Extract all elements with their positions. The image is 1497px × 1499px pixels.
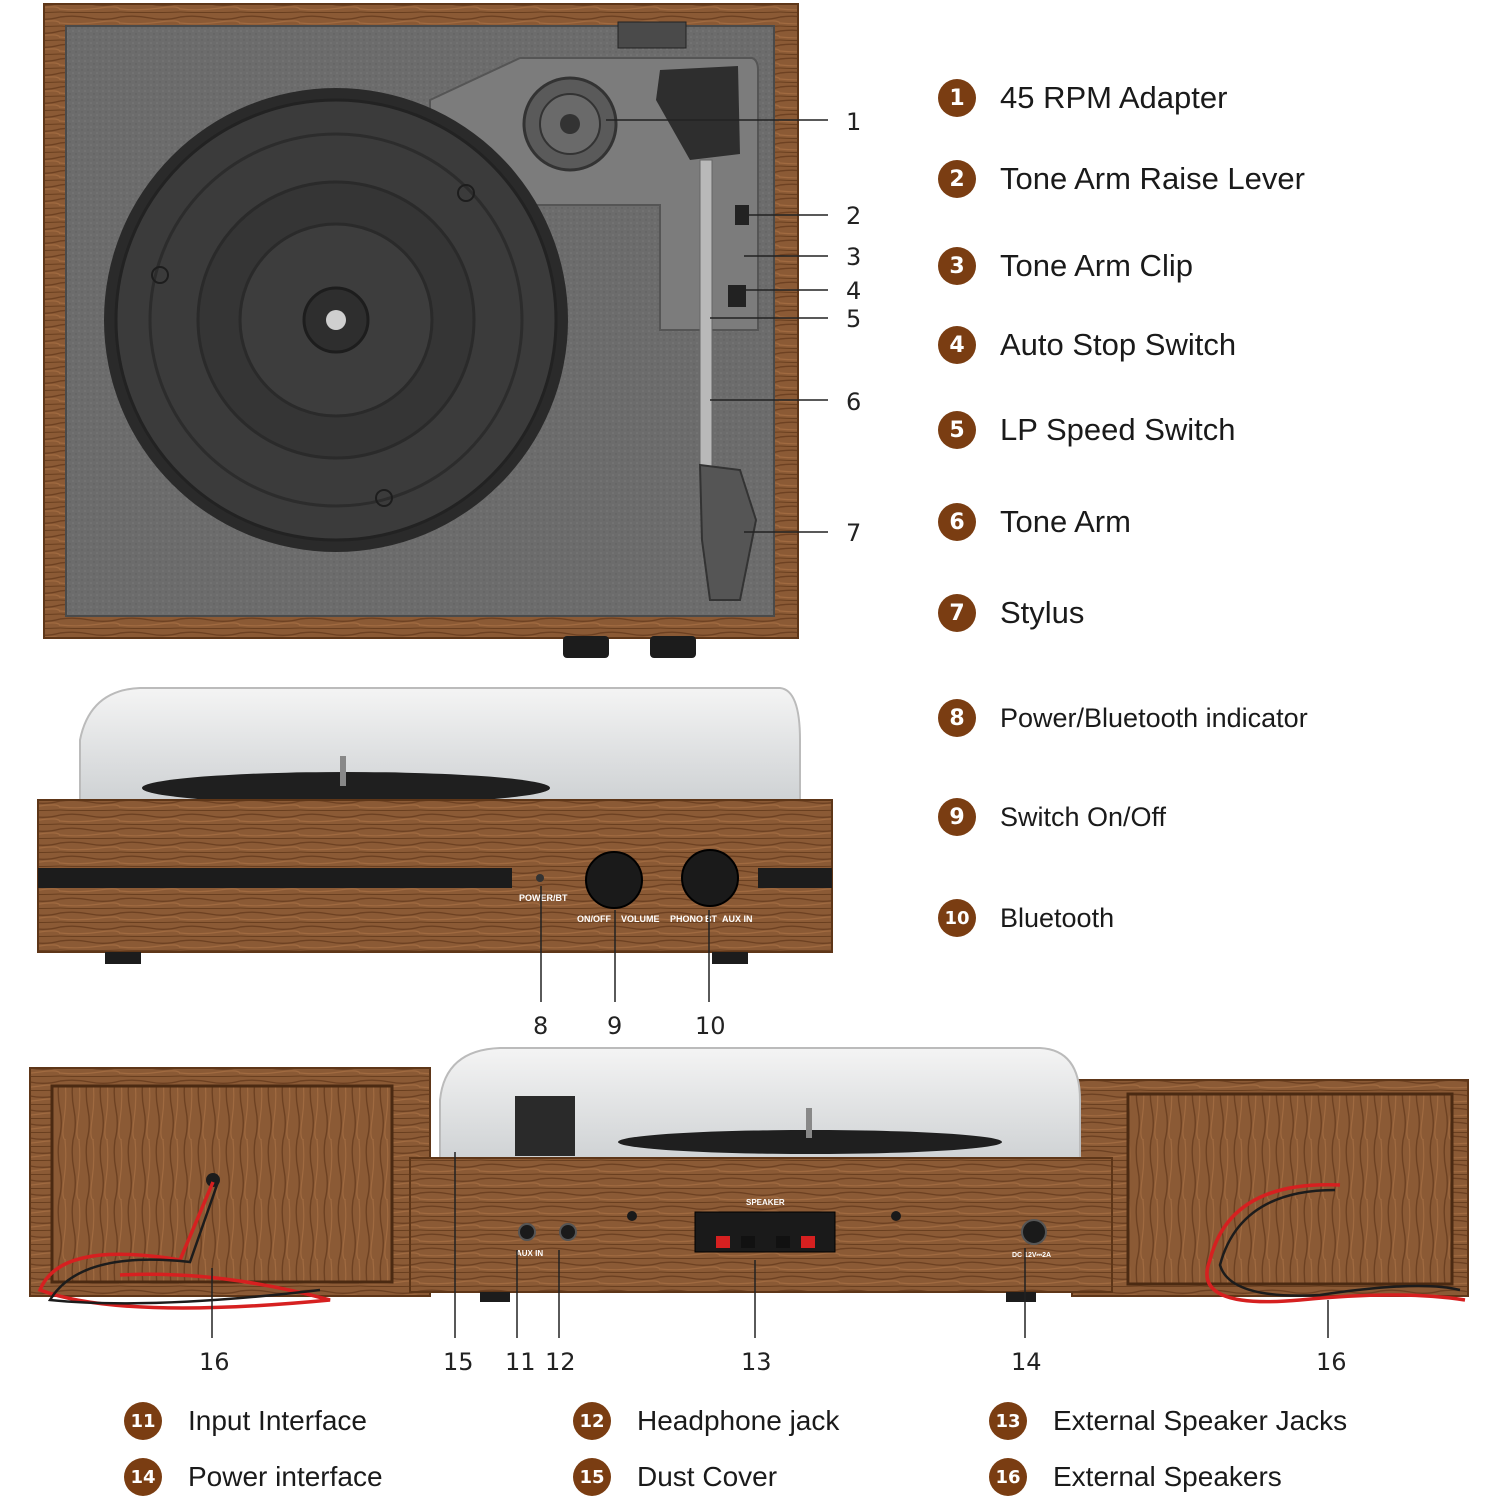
legend-label-4: Auto Stop Switch	[1000, 327, 1237, 362]
callout-13: 13	[741, 1348, 772, 1376]
speaker-right	[1071, 1079, 1469, 1304]
badge-11: 11	[124, 1402, 162, 1440]
legend-label-3: Tone Arm Clip	[1000, 248, 1193, 283]
legend-item-6: 6 Tone Arm	[938, 498, 1131, 546]
callout-14: 14	[1011, 1348, 1042, 1376]
back-label-dc: DC 12V⎓2A	[1012, 1252, 1051, 1259]
callout-4: 4	[846, 277, 862, 305]
legend-item-3: 3 Tone Arm Clip	[938, 242, 1193, 290]
platter	[104, 88, 568, 552]
badge-3: 3	[938, 247, 976, 285]
legend-label-11: Input Interface	[188, 1405, 368, 1436]
badge-1: 1	[938, 79, 976, 117]
badge-15: 15	[573, 1458, 611, 1496]
callout-2: 2	[846, 202, 862, 230]
callout-10: 10	[695, 1012, 726, 1040]
legend-label-9: Switch On/Off	[1000, 801, 1167, 832]
top-view	[43, 3, 828, 658]
badge-14: 14	[124, 1458, 162, 1496]
legend-item-11: 11 Input Interface	[124, 1399, 367, 1443]
callout-7: 7	[846, 519, 862, 547]
callout-3: 3	[846, 243, 862, 271]
legend-label-13: External Speaker Jacks	[1053, 1405, 1348, 1436]
badge-12: 12	[573, 1402, 611, 1440]
front-label-volume: VOLUME	[621, 914, 660, 924]
legend-item-4: 4 Auto Stop Switch	[938, 321, 1236, 369]
legend-label-5: LP Speed Switch	[1000, 412, 1236, 447]
speaker-left	[29, 1067, 431, 1310]
badge-4: 4	[938, 326, 976, 364]
tone-arm	[656, 66, 758, 601]
badge-9: 9	[938, 798, 976, 836]
front-label-power: POWER/BT	[519, 893, 568, 903]
legend-item-14: 14 Power interface	[124, 1455, 383, 1499]
front-label-aux: AUX IN	[722, 914, 753, 924]
legend-item-10: 10 Bluetooth	[938, 894, 1114, 942]
legend-item-15: 15 Dust Cover	[573, 1455, 777, 1499]
back-label-speaker: SPEAKER	[746, 1198, 785, 1207]
legend-item-12: 12 Headphone jack	[573, 1399, 839, 1443]
legend-label-6: Tone Arm	[1000, 504, 1131, 539]
badge-2: 2	[938, 160, 976, 198]
callout-12: 12	[545, 1348, 576, 1376]
badge-8: 8	[938, 699, 976, 737]
legend-label-1: 45 RPM Adapter	[1000, 80, 1228, 115]
badge-16: 16	[989, 1458, 1027, 1496]
badge-6: 6	[938, 503, 976, 541]
front-label-bt: BT	[705, 914, 717, 924]
callout-16-right: 16	[1316, 1348, 1347, 1376]
legend-item-7: 7 Stylus	[938, 589, 1084, 637]
back-label-aux: AUX IN	[516, 1249, 543, 1258]
callout-9: 9	[607, 1012, 623, 1040]
badge-13: 13	[989, 1402, 1027, 1440]
legend-item-9: 9 Switch On/Off	[938, 793, 1166, 841]
legend-item-2: 2 Tone Arm Raise Lever	[938, 155, 1305, 203]
callout-15: 15	[443, 1348, 474, 1376]
callout-1: 1	[846, 108, 862, 136]
legend-item-1: 1 45 RPM Adapter	[938, 74, 1227, 122]
legend-label-16: External Speakers	[1053, 1461, 1282, 1492]
legend-label-10: Bluetooth	[1000, 902, 1115, 933]
callout-5: 5	[846, 305, 862, 333]
legend-label-12: Headphone jack	[637, 1405, 840, 1436]
legend-item-16: 16 External Speakers	[989, 1455, 1282, 1499]
adapter-45rpm	[522, 76, 618, 172]
badge-5: 5	[938, 411, 976, 449]
callout-6: 6	[846, 388, 862, 416]
back-view: AUX IN SPEAKER DC 12V⎓2A	[29, 1047, 1469, 1338]
legend-label-2: Tone Arm Raise Lever	[1000, 161, 1305, 196]
legend-item-8: 8 Power/Bluetooth indicator	[938, 694, 1308, 742]
source-knob	[681, 849, 739, 907]
callout-8: 8	[533, 1012, 549, 1040]
legend-item-5: 5 LP Speed Switch	[938, 406, 1236, 454]
legend-item-13: 13 External Speaker Jacks	[989, 1399, 1347, 1443]
legend-label-8: Power/Bluetooth indicator	[1000, 702, 1308, 733]
volume-knob	[585, 851, 643, 909]
badge-10: 10	[938, 899, 976, 937]
legend-label-14: Power interface	[188, 1461, 383, 1492]
front-view: POWER/BT ON/OFF VOLUME PHONO BT AUX IN	[37, 687, 833, 1002]
front-label-onoff: ON/OFF	[577, 914, 611, 924]
callout-11: 11	[505, 1348, 536, 1376]
legend-label-7: Stylus	[1000, 595, 1085, 630]
badge-7: 7	[938, 594, 976, 632]
callout-16-left: 16	[199, 1348, 230, 1376]
front-label-phono: PHONO	[670, 914, 703, 924]
legend-label-15: Dust Cover	[637, 1461, 778, 1492]
